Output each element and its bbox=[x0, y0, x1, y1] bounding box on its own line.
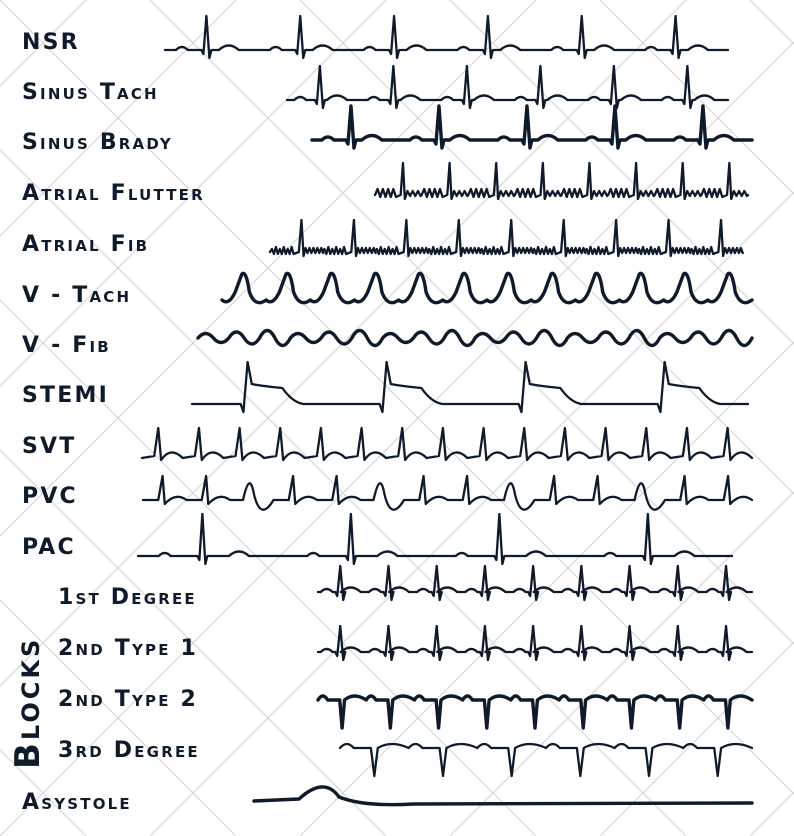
ecg-trace-stemi bbox=[190, 360, 750, 414]
label-sinus-brady: Sinus Brady bbox=[22, 130, 173, 155]
label-v-fib: V - Fib bbox=[22, 333, 111, 358]
ecg-trace-asystole bbox=[252, 785, 754, 807]
label-asystole: Asystole bbox=[22, 790, 132, 815]
ecg-trace-svt bbox=[140, 426, 754, 462]
ecg-trace-v-tach bbox=[220, 271, 754, 305]
label-block-2nd-type-1: 2nd Type 1 bbox=[58, 636, 199, 661]
label-stemi: STEMI bbox=[22, 383, 109, 408]
label-block-3rd-degree: 3rd Degree bbox=[58, 738, 200, 763]
label-pac: PAC bbox=[22, 535, 76, 560]
label-v-tach: V - Tach bbox=[22, 283, 132, 308]
ecg-trace-nsr bbox=[163, 14, 730, 60]
ecg-trace-atrial-flutter bbox=[373, 161, 750, 201]
label-pvc: PVC bbox=[22, 484, 78, 509]
label-block-1st-degree: 1st Degree bbox=[58, 585, 197, 610]
ecg-trace-block-2nd-type-1 bbox=[316, 624, 754, 662]
ecg-trace-block-2nd-type-2 bbox=[316, 694, 754, 730]
ecg-trace-v-fib bbox=[196, 328, 754, 348]
label-svt: SVT bbox=[22, 434, 77, 459]
ecg-trace-pac bbox=[136, 512, 734, 566]
ecg-trace-sinus-brady bbox=[310, 104, 754, 150]
ecg-trace-atrial-fib bbox=[268, 218, 744, 258]
ecg-trace-sinus-tach bbox=[285, 64, 730, 110]
ecg-trace-block-3rd-degree bbox=[338, 742, 754, 778]
label-atrial-flutter: Atrial Flutter bbox=[22, 181, 205, 206]
label-atrial-fib: Atrial Fib bbox=[22, 232, 150, 257]
label-nsr: NSR bbox=[22, 30, 80, 55]
label-block-2nd-type-2: 2nd Type 2 bbox=[58, 687, 199, 712]
ecg-trace-block-1st-degree bbox=[316, 564, 754, 602]
ecg-trace-pvc bbox=[141, 474, 754, 511]
label-sinus-tach: Sinus Tach bbox=[22, 80, 159, 105]
